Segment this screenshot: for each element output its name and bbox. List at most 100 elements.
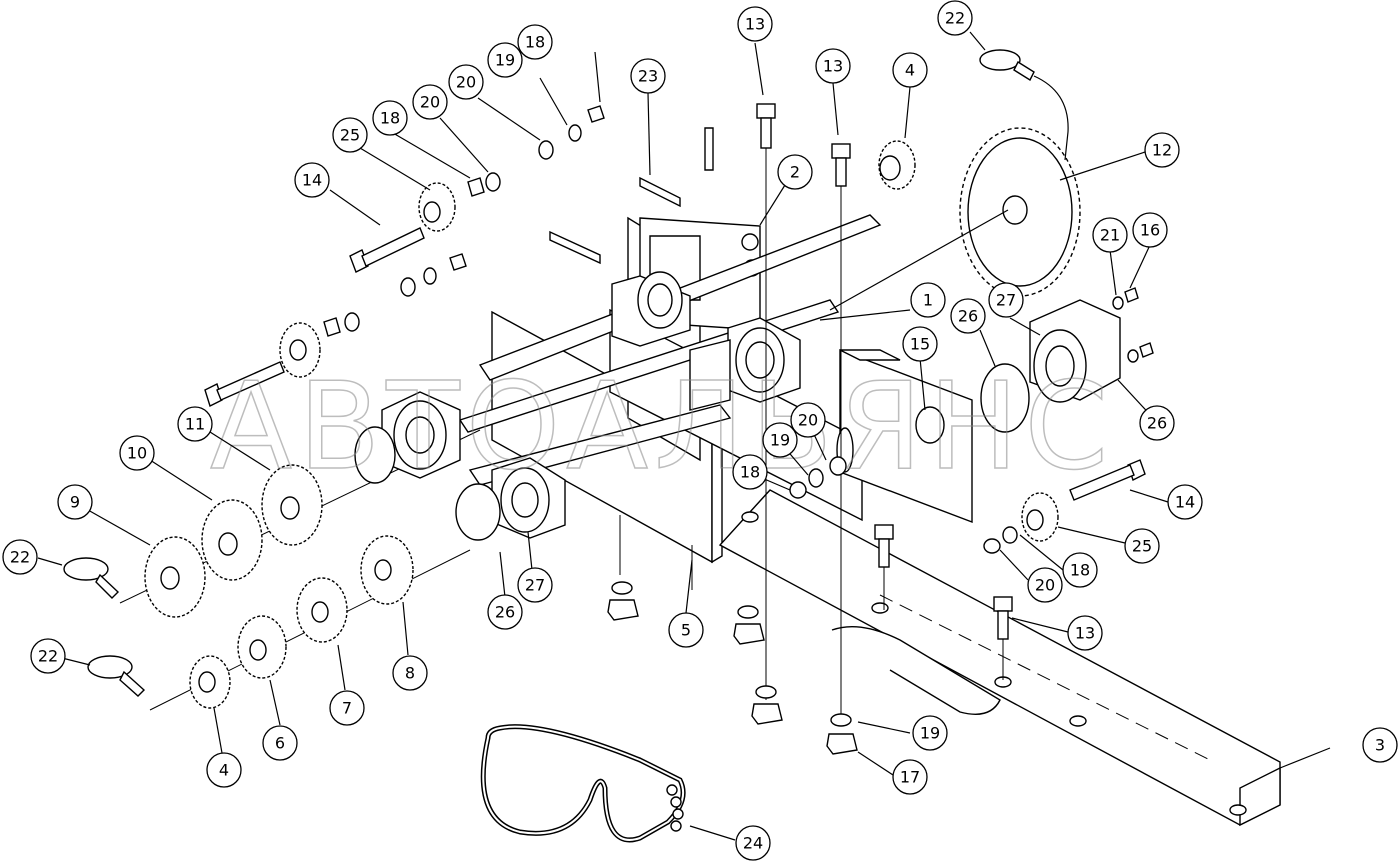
sprocket-25-top [418,182,456,232]
callout-3: 3 [1362,727,1398,763]
bearing-27-left [354,391,461,484]
lynch-pin-22-mid [63,557,120,599]
bearing-27-lower [455,457,566,541]
svg-text:17: 17 [900,768,920,787]
bolt-14-left [204,361,285,407]
sprocket-25-right [1021,492,1059,542]
callout-8: 8 [392,655,428,691]
svg-text:25: 25 [340,126,360,145]
callout-25: 25 [1124,528,1160,564]
callout-5: 5 [668,612,704,648]
callout-20: 20 [412,84,448,120]
callout-22: 22 [937,0,973,36]
svg-text:14: 14 [1175,493,1195,512]
svg-text:20: 20 [456,73,476,92]
callout-2: 2 [777,154,813,190]
callout-22: 22 [30,638,66,674]
svg-text:15: 15 [910,335,930,354]
svg-text:26: 26 [495,603,515,622]
callout-19: 19 [762,422,798,458]
callout-18: 18 [732,454,768,490]
svg-text:6: 6 [275,734,285,753]
washers-nuts [323,105,1154,755]
callout-26: 26 [950,298,986,334]
callout-25: 25 [332,117,368,153]
svg-text:4: 4 [219,761,229,780]
bolt-14-top [349,227,425,273]
sprocket-6 [237,615,287,679]
svg-text:24: 24 [743,834,763,853]
callout-24: 24 [735,825,771,861]
callout-20: 20 [1027,567,1063,603]
svg-text:22: 22 [945,9,965,28]
svg-text:12: 12 [1152,141,1172,160]
callout-7: 7 [329,690,365,726]
callout-22: 22 [2,539,38,575]
key-23 [549,127,714,265]
svg-text:13: 13 [823,57,843,76]
svg-text:13: 13 [745,15,765,34]
callout-4: 4 [892,52,928,88]
svg-text:5: 5 [681,621,691,640]
svg-text:26: 26 [958,307,978,326]
callout-11: 11 [177,406,213,442]
svg-text:7: 7 [342,699,352,718]
sprocket-10 [201,499,263,581]
callout-27: 27 [517,567,553,603]
callout-15: 15 [902,326,938,362]
svg-text:8: 8 [405,664,415,683]
callout-21: 21 [1092,217,1128,253]
svg-text:27: 27 [525,576,545,595]
callout-16: 16 [1132,212,1168,248]
svg-text:20: 20 [1035,576,1055,595]
sprocket-upper-left [279,322,321,378]
svg-text:19: 19 [920,724,940,743]
svg-text:2: 2 [790,163,800,182]
svg-text:11: 11 [185,415,205,434]
callout-18: 18 [1062,552,1098,588]
bolt-13-a [756,103,776,700]
callout-17: 17 [892,759,928,795]
sprocket-7 [296,577,348,643]
watermark: АВТОАЛЬЯНС [210,358,1114,497]
svg-text:21: 21 [1100,226,1120,245]
callout-18: 18 [372,100,408,136]
svg-text:18: 18 [1070,561,1090,580]
callout-12: 12 [1144,132,1180,168]
lynch-pin-22-top [979,49,1069,161]
svg-text:4: 4 [905,61,915,80]
svg-text:18: 18 [740,463,760,482]
callout-26: 26 [487,594,523,630]
callout-23: 23 [630,58,666,94]
sprocket-8 [360,535,414,605]
svg-text:19: 19 [770,431,790,450]
svg-text:20: 20 [798,411,818,430]
callout-20: 20 [448,64,484,100]
callout-6: 6 [262,725,298,761]
bearing-27-mid [689,317,801,411]
callout-9: 9 [57,484,93,520]
svg-text:22: 22 [38,647,58,666]
svg-text:13: 13 [1075,624,1095,643]
callout-14: 14 [1167,484,1203,520]
callout-20: 20 [790,402,826,438]
bearing-27-right [980,299,1121,433]
callout-26: 26 [1139,405,1175,441]
svg-text:23: 23 [638,67,658,86]
callout-18: 18 [517,24,553,60]
svg-text:10: 10 [127,444,147,463]
lynch-pin-22-bottom [87,655,146,697]
callout-1: 1 [910,282,946,318]
callout-13: 13 [1067,615,1103,651]
svg-text:1: 1 [923,291,933,310]
callout-27: 27 [988,282,1024,318]
roller-chain-24 [480,724,686,843]
svg-text:26: 26 [1147,414,1167,433]
callout-4: 4 [206,752,242,788]
callout-13: 13 [737,6,773,42]
angle-iron-3 [718,489,1281,827]
svg-text:18: 18 [380,109,400,128]
bolt-13-b [831,143,851,720]
bearing-27-upper [611,271,691,347]
